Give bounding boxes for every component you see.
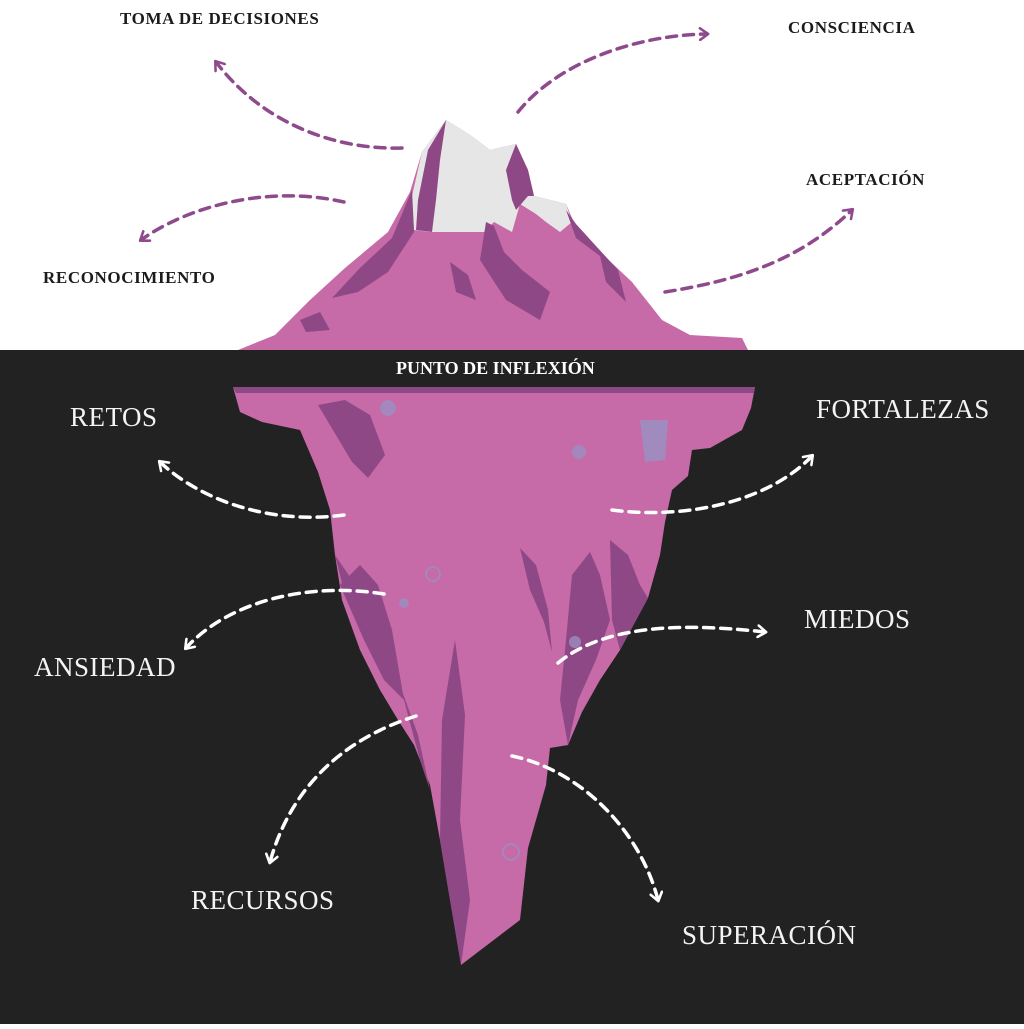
label-strengths: FORTALEZAS <box>816 394 990 424</box>
label-challenges: RETOS <box>70 402 158 432</box>
arrow-to-decision <box>216 62 404 150</box>
label-resources: RECURSOS <box>191 885 335 915</box>
arrow-to-awareness <box>516 34 707 114</box>
arrow-to-challenges <box>160 462 346 519</box>
label-acceptance: ACEPTACIÓN <box>806 170 926 189</box>
label-decision-making: TOMA DE DECISIONES <box>120 9 320 28</box>
label-awareness: CONSCIENCIA <box>788 18 916 37</box>
label-turning-point: PUNTO DE INFLEXIÓN <box>396 358 595 378</box>
arrows-above <box>141 34 852 294</box>
arrow-to-fears <box>556 627 765 665</box>
label-fears: MIEDOS <box>804 604 911 634</box>
arrow-to-resources <box>270 714 418 862</box>
arrow-to-recognition <box>141 194 346 240</box>
arrows-below <box>160 456 812 900</box>
arrow-to-anxiety <box>186 588 386 648</box>
iceberg-tip <box>238 120 748 350</box>
label-overcoming: SUPERACIÓN <box>682 920 857 950</box>
arrow-to-strengths <box>610 456 812 515</box>
label-anxiety: ANSIEDAD <box>34 652 176 682</box>
arrow-to-acceptance <box>663 210 852 294</box>
label-recognition: RECONOCIMIENTO <box>43 268 216 287</box>
arrow-to-overcoming <box>510 754 658 900</box>
iceberg-submerged <box>233 387 755 965</box>
